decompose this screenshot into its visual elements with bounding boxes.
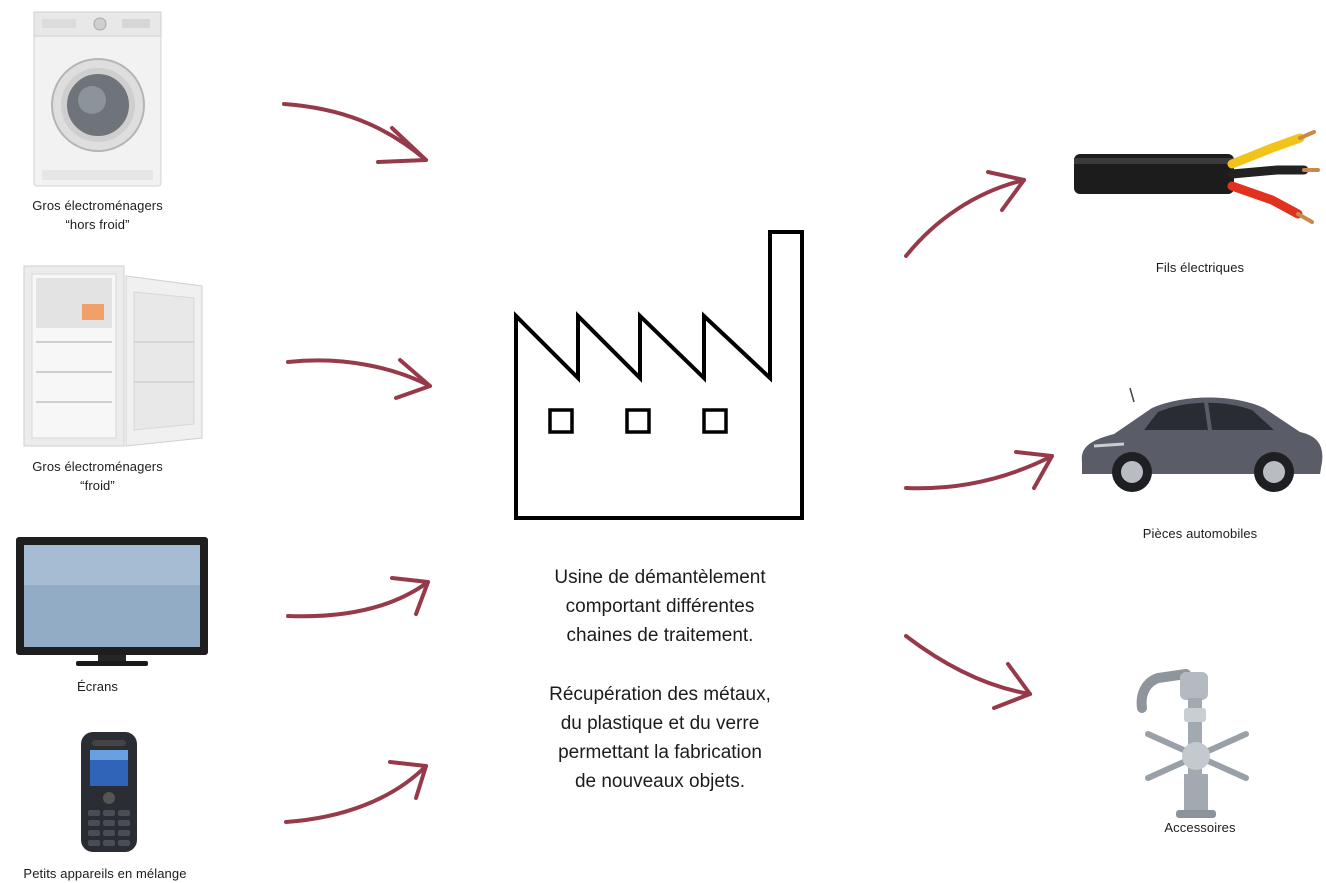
car-icon [1081, 387, 1323, 492]
arrow-factory-to-accessories [904, 634, 1032, 710]
tv-screen-icon [16, 537, 208, 666]
input-label-screens: Écrans [76, 679, 119, 694]
arrow-screens-to-factory [286, 576, 430, 619]
factory-description: Usine de démantèlement comportant différ… [554, 567, 766, 646]
refrigerator-icon [23, 265, 203, 447]
input-label-refrigerator: Gros électroménagers “froid” [32, 459, 163, 493]
washing-machine-icon [33, 11, 162, 187]
mobile-phone-icon [81, 732, 137, 852]
faucet-icon [1136, 669, 1249, 818]
arrow-factory-to-wires [904, 170, 1026, 258]
arrow-washing-machine-to-factory [282, 102, 428, 164]
electric-wires-icon [1074, 130, 1320, 224]
output-label-wires: Fils électriques [1155, 260, 1245, 275]
arrow-factory-to-car [904, 450, 1054, 491]
input-label-washing-machine: Gros électroménagers “hors froid” [32, 198, 163, 232]
factory-recovery-text: Récupération des métaux, du plastique et… [549, 684, 771, 792]
output-label-car: Pièces automobiles [1142, 526, 1258, 541]
arrow-small-appliances-to-factory [284, 760, 428, 824]
arrow-refrigerator-to-factory [286, 358, 432, 400]
factory-icon [514, 230, 804, 520]
input-label-small-appliances: Petits appareils en mélange [23, 866, 187, 881]
output-label-accessories: Accessoires [1164, 820, 1236, 835]
